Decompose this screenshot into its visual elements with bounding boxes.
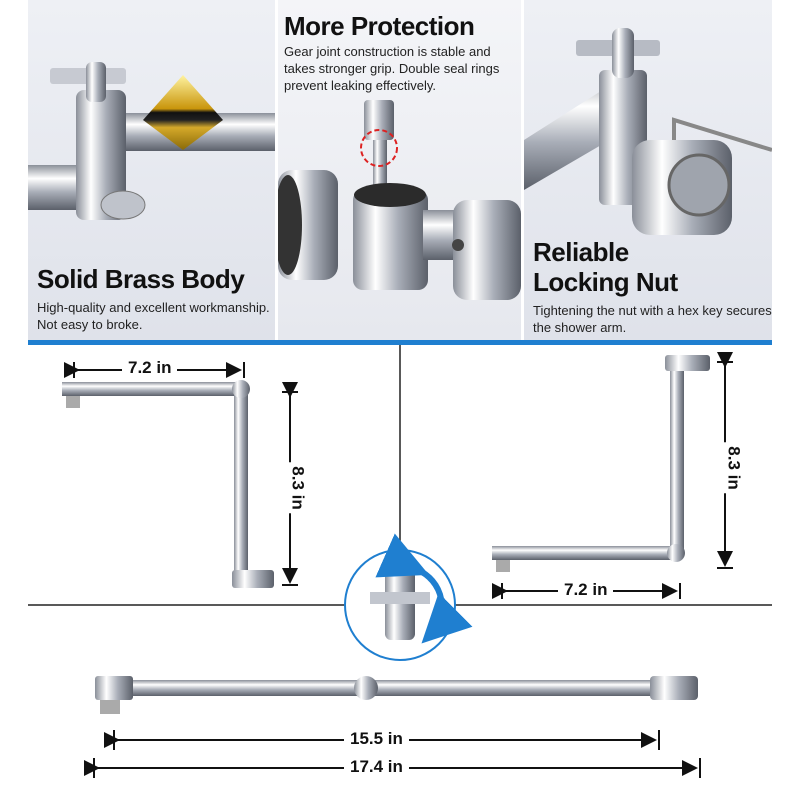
brass-cross-section-icon <box>143 75 223 150</box>
feature-text: High-quality and excellent workmanship. … <box>37 300 270 332</box>
dimension-label-width: 7.2 in <box>122 358 178 378</box>
dimension-label-width: 7.2 in <box>558 580 614 600</box>
gear-joint-photo <box>278 100 521 300</box>
rotation-joint-icon <box>344 533 473 661</box>
dimension-label-height: 8.3 in <box>723 442 744 494</box>
feature-panel-protection: More Protection Gear joint construction … <box>278 0 521 340</box>
feature-panel-brass-body: Solid Brass Body High-quality and excell… <box>28 0 275 340</box>
feature-title: Solid Brass Body <box>37 264 245 294</box>
seal-ring-highlight <box>360 129 398 167</box>
feature-panel-locking-nut: Reliable Locking Nut Tightening the nut … <box>524 0 772 340</box>
dimension-label-inner-length: 15.5 in <box>344 729 409 749</box>
arm-config-l-down <box>62 380 274 588</box>
arm-config-l-up <box>492 355 710 572</box>
feature-title: Locking Nut <box>533 267 678 297</box>
dimension-label-height: 8.3 in <box>287 462 308 514</box>
dimension-label-total-length: 17.4 in <box>344 757 409 777</box>
arm-config-straight <box>95 676 698 714</box>
feature-title: More Protection <box>284 11 475 41</box>
feature-text: Tightening the nut with a hex key secure… <box>533 303 772 335</box>
brass-joint-photo <box>28 62 275 220</box>
section-divider <box>28 340 772 345</box>
locking-nut-photo <box>524 28 772 235</box>
feature-text: Gear joint construction is stable and ta… <box>284 44 500 93</box>
feature-title: Reliable <box>533 237 629 267</box>
